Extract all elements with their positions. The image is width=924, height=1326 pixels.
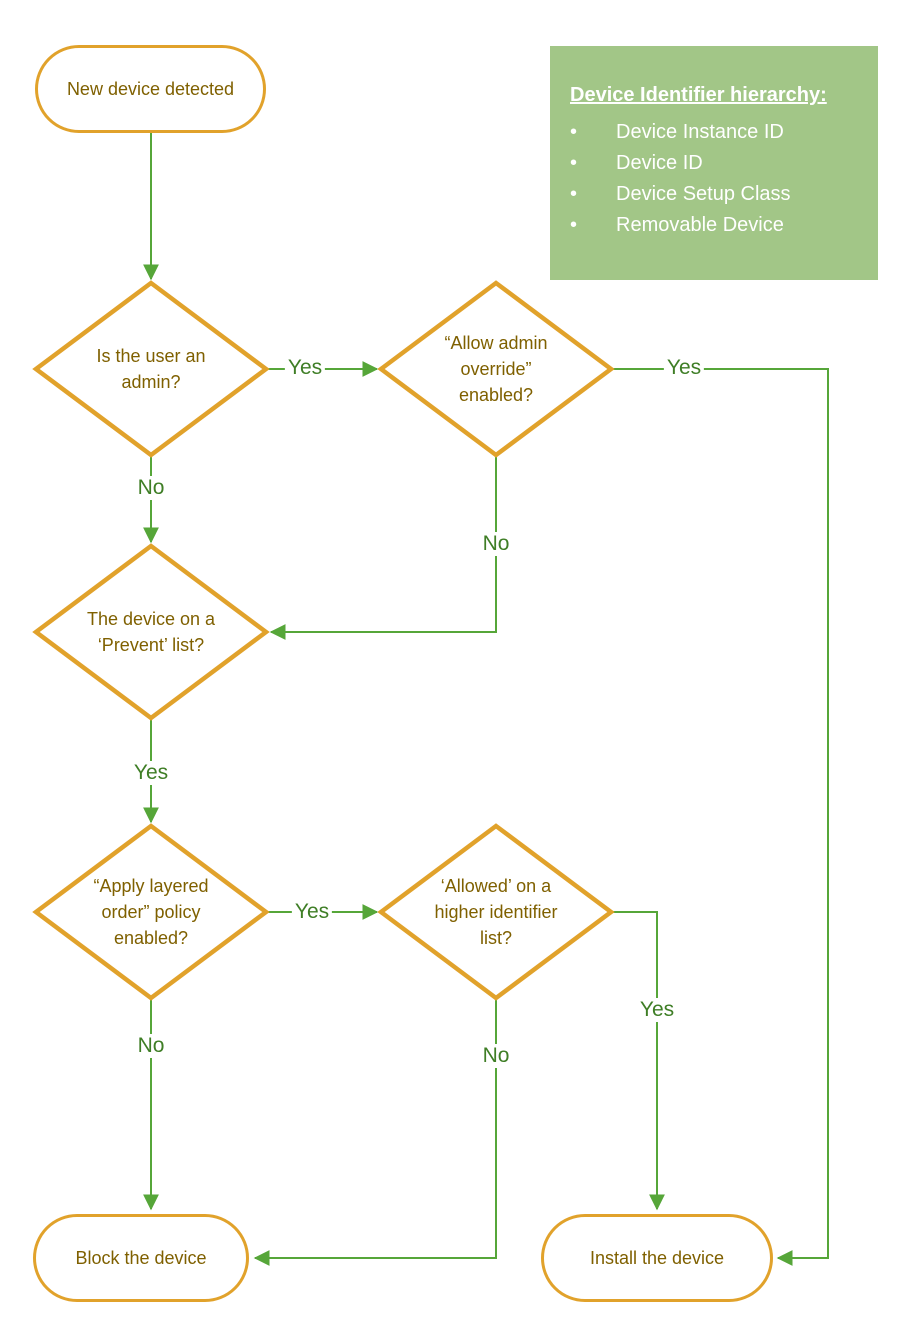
edge-label-prevent-yes: Yes (130, 761, 172, 785)
edge-override-no-to-prevent (269, 457, 497, 640)
edge-label-admin-yes: Yes (284, 356, 326, 380)
edge-higher-yes-to-install (613, 911, 665, 1211)
decision-is-admin-label: Is the user an admin? (96, 346, 206, 392)
node-block-device: Block the device (33, 1214, 249, 1302)
device-identifier-legend: Device Identifier hierarchy: • Device In… (550, 46, 878, 280)
legend-list: • Device Instance ID • Device ID • Devic… (570, 117, 860, 241)
decision-layered-order-shape (32, 823, 270, 1001)
edge-label-admin-no: No (134, 476, 168, 500)
bullet-icon: • (570, 214, 578, 236)
legend-item: • Device Instance ID (570, 117, 860, 148)
legend-item-label: Device Setup Class (616, 183, 791, 205)
node-start-label: New device detected (66, 78, 235, 99)
legend-title: Device Identifier hierarchy: (570, 84, 827, 106)
decision-higher-identifier-label: ‘Allowed’ on a higher identifier list? (434, 876, 558, 948)
decision-is-admin-shape (32, 280, 270, 458)
decision-allow-override-shape (377, 280, 615, 458)
node-block-device-label: Block the device (75, 1247, 207, 1268)
edge-label-override-no: No (479, 532, 513, 556)
decision-higher-identifier-shape (377, 823, 615, 1001)
bullet-icon: • (570, 183, 578, 205)
decision-prevent-list-shape (32, 543, 270, 721)
decision-prevent-list-label: The device on a ‘Prevent’ list? (86, 609, 216, 655)
decision-layered-order-label: “Apply layered order” policy enabled? (93, 876, 209, 948)
legend-item: • Removable Device (570, 210, 860, 241)
edge-override-yes-to-install (613, 368, 829, 1266)
edge-label-layered-yes: Yes (291, 900, 333, 924)
edge-label-higher-yes: Yes (636, 998, 678, 1022)
edge-label-override-yes: Yes (663, 356, 705, 380)
edge-label-layered-no: No (134, 1034, 168, 1058)
node-install-device-label: Install the device (589, 1247, 725, 1268)
decision-allow-override-label: “Allow admin override” enabled? (444, 333, 548, 405)
edge-label-higher-no: No (479, 1044, 513, 1068)
node-start: New device detected (35, 45, 266, 133)
legend-item: • Device ID (570, 148, 860, 179)
legend-item-label: Device Instance ID (616, 121, 784, 143)
edge-higher-no-to-block (253, 1000, 497, 1266)
node-install-device: Install the device (541, 1214, 773, 1302)
bullet-icon: • (570, 121, 578, 143)
bullet-icon: • (570, 152, 578, 174)
legend-item-label: Device ID (616, 152, 703, 174)
legend-item-label: Removable Device (616, 214, 784, 236)
legend-item: • Device Setup Class (570, 179, 860, 210)
